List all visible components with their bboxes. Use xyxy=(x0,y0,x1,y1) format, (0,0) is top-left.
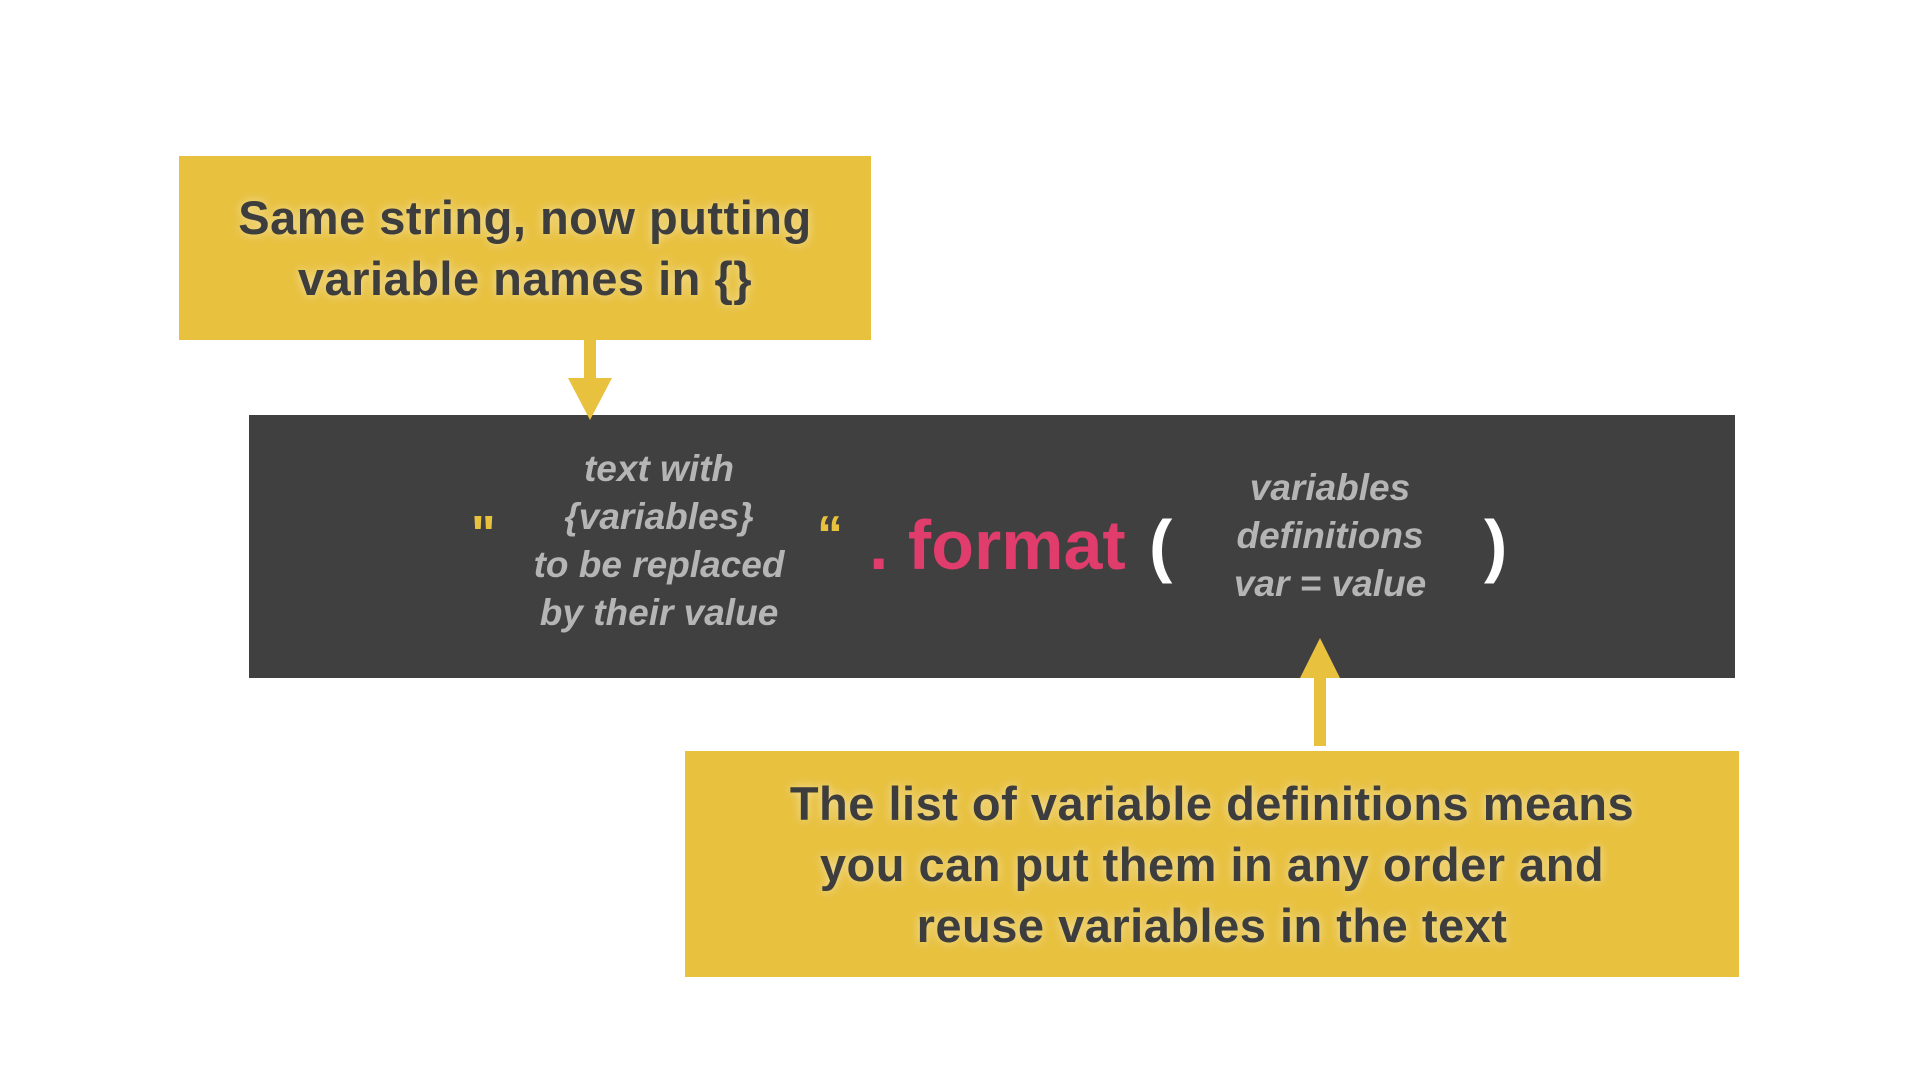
format-method: . format xyxy=(869,506,1126,584)
string-line: text with xyxy=(583,448,735,489)
open-quote: " xyxy=(471,506,496,564)
callout-top-line: variable names in {} xyxy=(297,252,753,305)
arrow-down-icon xyxy=(568,340,612,420)
args-line: variables xyxy=(1249,467,1411,508)
args-line: definitions xyxy=(1236,515,1424,556)
string-placeholder: text with {variables} to be replaced by … xyxy=(509,445,809,637)
callout-bottom-line: you can put them in any order and xyxy=(819,837,1605,891)
close-quote: “ xyxy=(817,506,843,564)
open-paren: ( xyxy=(1149,506,1173,584)
args-placeholder: variables definitions var = value xyxy=(1195,464,1465,608)
callout-top-line: Same string, now putting xyxy=(238,191,812,244)
string-line: to be replaced xyxy=(533,544,785,585)
args-line: var = value xyxy=(1233,563,1427,604)
code-panel: " text with {variables} to be replaced b… xyxy=(249,415,1735,678)
close-paren: ) xyxy=(1484,506,1508,584)
string-line: by their value xyxy=(539,592,779,633)
callout-top: Same string, now putting variable names … xyxy=(179,156,871,340)
callout-bottom: The list of variable definitions means y… xyxy=(685,751,1739,977)
callout-bottom-line: The list of variable definitions means xyxy=(789,776,1635,830)
string-line: {variables} xyxy=(564,496,754,537)
callout-bottom-line: reuse variables in the text xyxy=(916,898,1508,952)
